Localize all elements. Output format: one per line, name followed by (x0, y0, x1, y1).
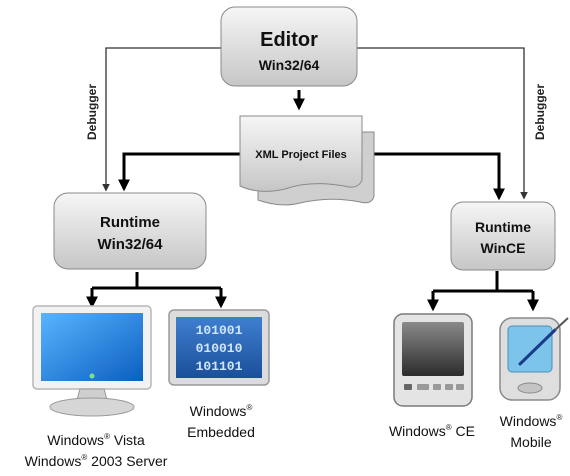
runtime-wince-subtitle: WinCE (481, 240, 526, 256)
binary-row-3: 101101 (196, 359, 243, 374)
caption-windows-vista: Windows® Vista Windows® 2003 Server (25, 432, 168, 469)
xml-project-files-label: XML Project Files (255, 149, 347, 161)
debugger-connector-right (357, 47, 528, 200)
reg-mark: ® (246, 403, 252, 412)
caption-windows-ce: Windows® CE (389, 423, 475, 439)
binary-row-1: 101001 (196, 323, 243, 338)
caption-windows-mobile: Windows® Mobile (500, 413, 563, 450)
editor-subtitle: Win32/64 (259, 57, 320, 73)
svg-text:Windows®: Windows® (190, 403, 253, 419)
reg-mark: ® (556, 413, 562, 422)
runtime-wince-title: Runtime (475, 219, 531, 235)
embedded-panel-icon: 101001 010010 101101 (168, 309, 270, 386)
handheld-terminal-icon (393, 313, 473, 407)
caption-embedded-line1: Windows (190, 403, 247, 419)
svg-text:Windows® CE: Windows® CE (389, 423, 475, 439)
reg-mark: ® (104, 432, 110, 441)
runtime-wince-node: Runtime WinCE (450, 201, 556, 271)
debugger-label-left: Debugger (85, 84, 99, 140)
binary-row-2: 010010 (196, 341, 243, 356)
caption-vista-suffix: Vista (110, 432, 145, 448)
caption-ce-name: Windows (389, 423, 446, 439)
debugger-label-right: Debugger (533, 84, 547, 140)
caption-vista-name: Windows (47, 432, 104, 448)
caption-embedded-line2: Embedded (187, 424, 255, 440)
arrow-xml-to-runtime-win32 (118, 152, 240, 192)
reg-mark: ® (446, 423, 452, 432)
arrow-runtime-wince-to-devices (427, 271, 539, 312)
caption-server-name: Windows (25, 453, 82, 469)
editor-title: Editor (260, 29, 318, 51)
debugger-connector-left (102, 47, 221, 192)
runtime-win32-node: Runtime Win32/64 (53, 192, 207, 270)
svg-text:Windows® 2003 Server: Windows® 2003 Server (25, 453, 168, 469)
svg-text:Windows®: Windows® (500, 413, 563, 429)
caption-mobile-line1: Windows (500, 413, 557, 429)
caption-ce-suffix: CE (452, 423, 475, 439)
runtime-win32-subtitle: Win32/64 (98, 236, 164, 253)
svg-text:Windows® Vista: Windows® Vista (47, 432, 145, 448)
arrow-xml-to-runtime-wince (364, 152, 505, 201)
arrow-runtime-win32-to-devices (86, 272, 227, 309)
editor-node: Editor Win32/64 (220, 6, 358, 87)
reg-mark: ® (81, 453, 87, 462)
caption-mobile-line2: Mobile (510, 434, 551, 450)
xml-project-files-node: XML Project Files (239, 115, 375, 206)
pda-stylus-icon (499, 317, 569, 401)
caption-windows-embedded: Windows® Embedded (187, 403, 255, 440)
caption-server-suffix: 2003 Server (87, 453, 167, 469)
desktop-monitor-icon (32, 305, 152, 417)
runtime-win32-title: Runtime (100, 214, 160, 231)
